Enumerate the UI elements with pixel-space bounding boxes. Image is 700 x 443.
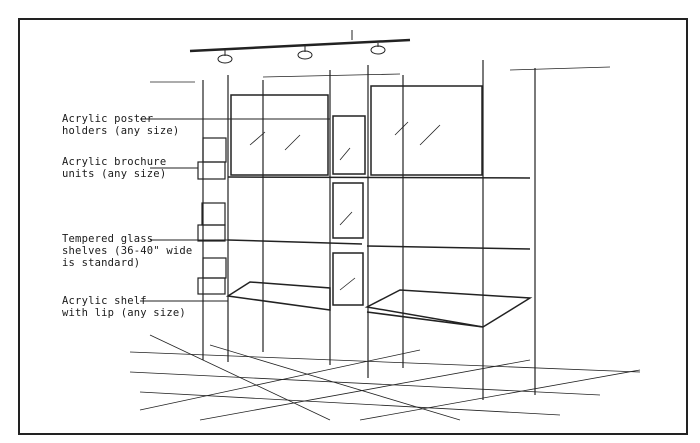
label-line: Acrylic shelf [62,295,147,307]
label-line: shelves (36-40" wide [62,245,193,257]
leader-lines [140,118,330,302]
label-line: with lip (any size) [62,307,186,319]
poster-holders [230,85,483,306]
label-line: units (any size) [62,168,167,180]
acrylic-lip-shelves [225,281,533,328]
label-line: Acrylic poster [62,113,154,125]
track-light [189,30,411,64]
label-line: holders (any size) [62,125,180,137]
label-line: Acrylic brochure [62,156,167,168]
floor-grid [129,334,641,421]
wall-lines [150,66,611,83]
drawing-frame [18,18,688,435]
label-line: is standard) [62,257,141,269]
brochure-units [197,137,227,295]
glass-shelves [227,176,531,250]
support-rods [202,60,536,400]
label-line: Tempered glass [62,233,154,245]
